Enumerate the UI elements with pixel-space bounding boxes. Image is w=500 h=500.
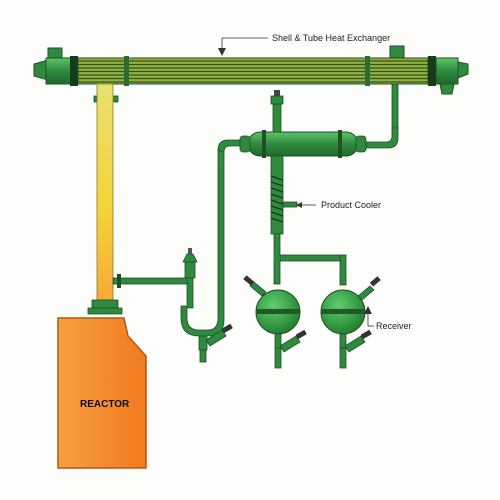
receiver-2-band (321, 309, 365, 314)
condensate-elbow (361, 127, 399, 149)
left-drain-leg (180, 139, 249, 363)
receiver-1-drain-valve[interactable] (274, 329, 307, 369)
receiver-label: Receiver (376, 321, 412, 331)
reactor-label: REACTOR (80, 399, 130, 410)
receiver-1-band (256, 309, 300, 314)
exchanger-left-head (45, 57, 75, 85)
vapour-column-base-flange (87, 307, 123, 315)
exchanger-right-nozzle (457, 61, 469, 79)
exchanger-baffle-2 (365, 56, 370, 86)
cooler-water-nozzle (282, 201, 298, 208)
shell-tube-heat-exchanger (33, 45, 469, 95)
condensate-return-line (361, 83, 399, 149)
feed-branch-left-top (274, 255, 280, 261)
receiver-2 (320, 276, 381, 369)
separator-vessel (239, 130, 367, 158)
heat-exchanger-label: Shell & Tube Heat Exchanger (272, 33, 390, 43)
product-cooler-callout: Product Cooler (296, 200, 381, 210)
reactor: REACTOR (57, 317, 147, 469)
separator-band-left (262, 130, 266, 158)
exchanger-right-top-nozzle (389, 45, 405, 59)
cooler-coil (270, 175, 284, 223)
receiver-1 (243, 275, 307, 369)
product-cooler-arrow-head (296, 202, 302, 208)
vapour-column (87, 83, 123, 315)
receiver-2-drain-valve[interactable] (339, 329, 372, 369)
separator-band-right (338, 130, 342, 158)
vent-valve[interactable] (182, 248, 198, 279)
side-line-flange (117, 274, 121, 288)
left-drain-valve[interactable] (198, 323, 233, 363)
feed-header (279, 254, 345, 262)
receiver-arrow-head (364, 306, 372, 314)
receiver-1-vent-valve[interactable] (243, 275, 267, 297)
exchanger-left-tubesheet (70, 56, 78, 86)
exchanger-right-head (435, 57, 459, 85)
exchanger-right-tubesheet (428, 56, 436, 86)
heat-exchanger-callout: Shell & Tube Heat Exchanger (218, 33, 390, 56)
separator-right-cap (355, 135, 367, 153)
side-line-pipe (112, 277, 192, 285)
left-drain-vertical (186, 277, 194, 309)
exchanger-baffle-1 (124, 56, 129, 86)
receiver-callout: Receiver (364, 306, 412, 331)
vapour-column-pipe (96, 83, 114, 313)
cooler-top-stem (272, 103, 282, 133)
heat-exchanger-arrow-head (218, 48, 226, 56)
product-cooler (270, 90, 298, 235)
exchanger-bottom-right-nozzle (439, 83, 455, 95)
receiver-2-vent-valve[interactable] (357, 276, 381, 301)
separator-left-cap (239, 135, 251, 153)
product-cooler-label: Product Cooler (321, 200, 381, 210)
reactor-vessel (57, 317, 147, 469)
exchanger-tubes (78, 60, 428, 83)
cooler-top-valve[interactable] (270, 90, 284, 105)
side-line (112, 274, 192, 288)
receiver-feed-piping (273, 233, 347, 286)
feed-branch-right (339, 254, 347, 286)
condensate-vertical (391, 83, 399, 131)
vapour-column-lower-flange (91, 299, 119, 309)
